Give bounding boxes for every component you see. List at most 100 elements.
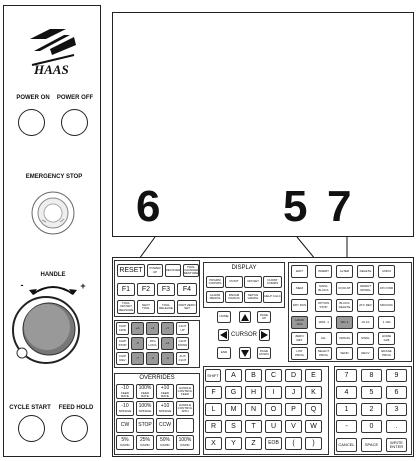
aux-clnt-key[interactable]: AUX CLNT <box>176 352 189 365</box>
chip-stop-key[interactable]: CHIP STOP <box>116 337 129 350</box>
home-g28-key[interactable]: HOME G28 <box>378 332 395 345</box>
override-key-r0-c1[interactable]: 100%FEED RATE <box>136 384 154 399</box>
feed-hold-button[interactable] <box>61 415 88 442</box>
point-1-key[interactable]: .1 100. <box>378 316 395 329</box>
override-key-r2-c0[interactable]: CW <box>116 418 134 433</box>
alpha-key-b[interactable]: B <box>245 369 262 382</box>
dry-run-key[interactable]: DRY RUN <box>291 299 308 312</box>
jog-plus-z-key[interactable]: +Z <box>146 322 159 335</box>
cursor-down-key[interactable] <box>239 347 251 359</box>
jog-lock-key[interactable]: JOG LOCK <box>146 337 159 350</box>
part-zero-set-key[interactable]: PART ZERO SET <box>177 300 197 314</box>
undo-key[interactable]: UNDO <box>378 265 395 278</box>
zero-ret-key[interactable]: ZERO RET <box>291 332 308 345</box>
tool-changer-restore-key[interactable]: TOOL CHANGER RESTORE <box>183 264 199 277</box>
jog-minus-y-key[interactable]: -Y <box>131 352 144 365</box>
override-key-r2-c1[interactable]: STOP <box>136 418 154 433</box>
alpha-key-e[interactable]: E <box>305 369 322 382</box>
override-key-r3-c1[interactable]: 25%RAPID <box>136 435 154 450</box>
power-up-key[interactable]: POWER UP <box>147 264 163 277</box>
alpha-key-x[interactable]: X <box>205 437 222 450</box>
chip-fwd-key[interactable]: CHIP FWD <box>116 322 129 335</box>
alpha-key-lparen[interactable]: ( <box>285 437 302 450</box>
override-key-r3-c2[interactable]: 50%RAPID <box>156 435 174 450</box>
override-key-r3-c0[interactable]: 5%RAPID <box>116 435 134 450</box>
mdi-dnc-key[interactable]: MDI DNC <box>378 299 395 312</box>
alpha-key-n[interactable]: N <box>245 403 262 416</box>
num-key-7[interactable]: 7 <box>336 369 357 382</box>
jog-minus-z-key[interactable]: -Z <box>146 352 159 365</box>
page-up-key[interactable]: PAGE UP <box>257 311 271 323</box>
tool-offset-measure-key[interactable]: TOOL OFFSET MEASURE <box>117 300 135 314</box>
erase-prog-key[interactable]: ERASE PROG <box>378 347 395 360</box>
list-prog-key[interactable]: LIST PROG <box>291 347 308 360</box>
alpha-key-p[interactable]: P <box>285 403 302 416</box>
jog-plus-y-key[interactable]: +Y <box>161 322 174 335</box>
orient-spindle-key[interactable]: ORIENT SPINDL <box>357 282 374 295</box>
point-01-key[interactable]: .01 10. <box>357 316 374 329</box>
home-key[interactable]: HOME <box>217 311 231 323</box>
recv-key[interactable]: RECV <box>357 347 374 360</box>
alarm-mesgs-key[interactable]: ALARM MESGS <box>206 291 224 303</box>
alpha-key-f[interactable]: F <box>205 386 222 399</box>
alpha-key-a[interactable]: A <box>225 369 242 382</box>
alpha-key-eob[interactable]: EOB <box>265 437 282 450</box>
jog-minus-x-key[interactable]: -X <box>131 337 144 350</box>
num-key-minus[interactable]: - <box>336 420 357 433</box>
cancel-key[interactable]: CANCEL <box>336 438 357 452</box>
override-key-r3-c3[interactable]: 100%RAPID <box>176 435 194 450</box>
num-key-5[interactable]: 5 <box>361 386 382 399</box>
edit-key[interactable]: EDIT <box>291 265 308 278</box>
chip-rev-key[interactable]: CHIP REV <box>116 352 129 365</box>
override-key-r2-c2[interactable]: CCW <box>156 418 174 433</box>
send-key[interactable]: SEND <box>336 347 353 360</box>
alpha-key-g[interactable]: G <box>225 386 242 399</box>
recover-key[interactable]: RECOVER <box>165 264 181 277</box>
f3-key[interactable]: F3 <box>157 283 175 296</box>
alpha-key-d[interactable]: D <box>285 369 302 382</box>
atc-rev-key[interactable]: ATC REV <box>357 299 374 312</box>
alpha-key-y[interactable]: Y <box>225 437 242 450</box>
clnt-down-key[interactable]: CLNT DOWN <box>176 337 189 350</box>
alpha-key-r[interactable]: R <box>205 420 222 433</box>
override-key-r2-c3[interactable] <box>176 418 194 433</box>
select-prog-key[interactable]: SELECT PROG <box>315 347 332 360</box>
jog-minus-a-key[interactable]: -A <box>161 352 174 365</box>
alpha-key-z[interactable]: Z <box>245 437 262 450</box>
page-down-key[interactable]: PAGE DOWN <box>257 347 271 359</box>
alpha-key-c[interactable]: C <box>265 369 282 382</box>
cursor-right-key[interactable] <box>259 329 270 341</box>
single-block-key[interactable]: SINGL BLOCK <box>315 282 332 295</box>
opt-stop-key[interactable]: OPTION STOP <box>315 299 332 312</box>
power-off-button[interactable] <box>61 109 88 136</box>
alpha-key-l[interactable]: L <box>205 403 222 416</box>
num-key-1[interactable]: 1 <box>336 403 357 416</box>
f1-key[interactable]: F1 <box>117 283 135 296</box>
tool-release-key[interactable]: TOOL RELEASE <box>157 300 175 314</box>
prgrm-convrs-key[interactable]: PRGRM CONVRS <box>206 276 224 288</box>
cursor-left-key[interactable] <box>218 329 229 341</box>
num-key-6[interactable]: 6 <box>386 386 407 399</box>
alpha-key-h[interactable]: H <box>245 386 262 399</box>
alpha-key-rparen[interactable]: ) <box>305 437 322 450</box>
alpha-key-o[interactable]: O <box>265 403 282 416</box>
alpha-key-u[interactable]: U <box>265 420 282 433</box>
clnt-up-key[interactable]: CLNT UP <box>176 322 189 335</box>
space-key[interactable]: SPACE <box>361 438 382 452</box>
num-key-0[interactable]: 0 <box>361 420 382 433</box>
mem-key[interactable]: MEM <box>291 282 308 295</box>
offset-key[interactable]: OFFSET <box>244 276 262 288</box>
alpha-key-m[interactable]: M <box>225 403 242 416</box>
alpha-key-s[interactable]: S <box>225 420 242 433</box>
setng-graph-key[interactable]: SETNG GRAPH <box>244 291 262 303</box>
num-key-2[interactable]: 2 <box>361 403 382 416</box>
next-tool-key[interactable]: NEXT TOOL <box>137 300 155 314</box>
end-key[interactable]: END <box>217 347 231 359</box>
num-key-4[interactable]: 4 <box>336 386 357 399</box>
hand-jog-key[interactable]: HAND JOG <box>291 316 308 329</box>
alpha-key-j[interactable]: J <box>285 386 302 399</box>
num-key-3[interactable]: 3 <box>386 403 407 416</box>
